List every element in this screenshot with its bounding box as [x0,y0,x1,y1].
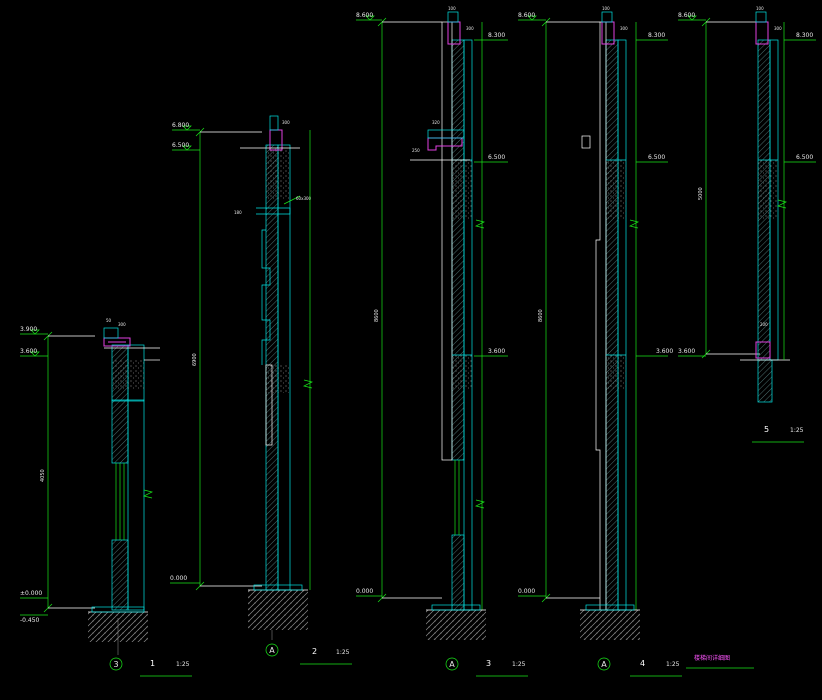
section-3-level-2: 8.300 [488,32,505,39]
section-5-level-top: 8.600 [678,12,695,19]
section-4-level-2: 8.300 [648,32,665,39]
section-3-number: 3 [486,659,491,668]
section-2-scale: 1:25 [336,649,350,656]
section-3: 8600 8.600 8.300 6.500 3.600 0.000 100 3… [356,6,528,677]
section-5-scale: 1:25 [790,427,804,434]
section-4-scale: 1:25 [666,661,680,668]
section-1-number: 1 [150,659,155,668]
section-5: 5000 8.600 8.300 6.500 3.600 200 100 300… [678,6,816,443]
section-5-height: 5000 [698,187,704,200]
section-2-level-top: 6.800 [172,122,189,129]
section-2-number: 2 [312,647,317,656]
section-2-axis-bubble [265,643,279,657]
section-4-level-top: 8.600 [518,12,535,19]
section-1: 4050 3.900 3.600 ±0.000 -0.450 300 50 [20,318,192,677]
section-5-number: 5 [764,425,769,434]
section-5-level-3: 6.500 [796,154,813,161]
section-4-height: 8600 [538,309,544,322]
section-3-axis: A [449,660,455,669]
section-4-level-ground: 0.000 [518,588,535,595]
section-5-level-4: 3.600 [678,348,695,355]
section-3-height: 8600 [374,309,380,322]
section-2-level-ground: 0.000 [170,575,187,582]
section-3-level-top: 8.600 [356,12,373,19]
section-1-label-top: 300 [118,322,126,327]
section-1-level-ground: ±0.000 [20,590,42,597]
section-2-label-300: 300 [282,120,290,125]
section-5-level-2: 8.300 [796,32,813,39]
section-4-label-100: 100 [602,6,610,11]
section-1-height: 4050 [40,469,46,482]
section-5-label-300: 300 [774,26,782,31]
section-4-number: 4 [640,659,645,668]
section-1-level-2: 3.600 [20,348,37,355]
section-3-label-320: 320 [432,120,440,125]
section-3-axis-bubble [445,657,459,671]
section-5-label-200: 200 [760,322,768,327]
section-3-label-250: 250 [412,148,420,153]
section-5-label-100: 100 [756,6,764,11]
section-1-level-base: -0.450 [20,617,40,624]
section-2-label-180: 180 [234,210,242,215]
section-2-axis: A [269,646,275,655]
section-2-label-rebar: 60x300 [296,196,312,201]
section-4-label-300: 300 [620,26,628,31]
section-1-level-top: 3.900 [20,326,37,333]
drawing-title: 楼梯间详细图 [694,654,730,662]
section-4-level-4: 3.600 [656,348,673,355]
section-4: 8600 8.600 8.300 6.500 3.600 0.000 100 3… [518,6,682,677]
section-1-axis-bubble [109,657,123,671]
section-2-height: 6900 [192,353,198,366]
section-3-level-ground: 0.000 [356,588,373,595]
section-3-level-3: 6.500 [488,154,505,161]
section-4-axis: A [601,660,607,669]
section-4-level-3: 6.500 [648,154,665,161]
section-2-level-2: 6.500 [172,142,189,149]
section-4-axis-bubble [597,657,611,671]
section-2: 6900 6.800 6.500 0.000 300 60x300 180 [170,115,352,665]
section-1-axis: 3 [113,660,118,669]
section-3-label-300: 300 [466,26,474,31]
section-1-label-50: 50 [106,318,112,323]
section-3-level-4: 3.600 [488,348,505,355]
section-1-scale: 1:25 [176,661,190,668]
section-3-label-100: 100 [448,6,456,11]
section-3-scale: 1:25 [512,661,526,668]
